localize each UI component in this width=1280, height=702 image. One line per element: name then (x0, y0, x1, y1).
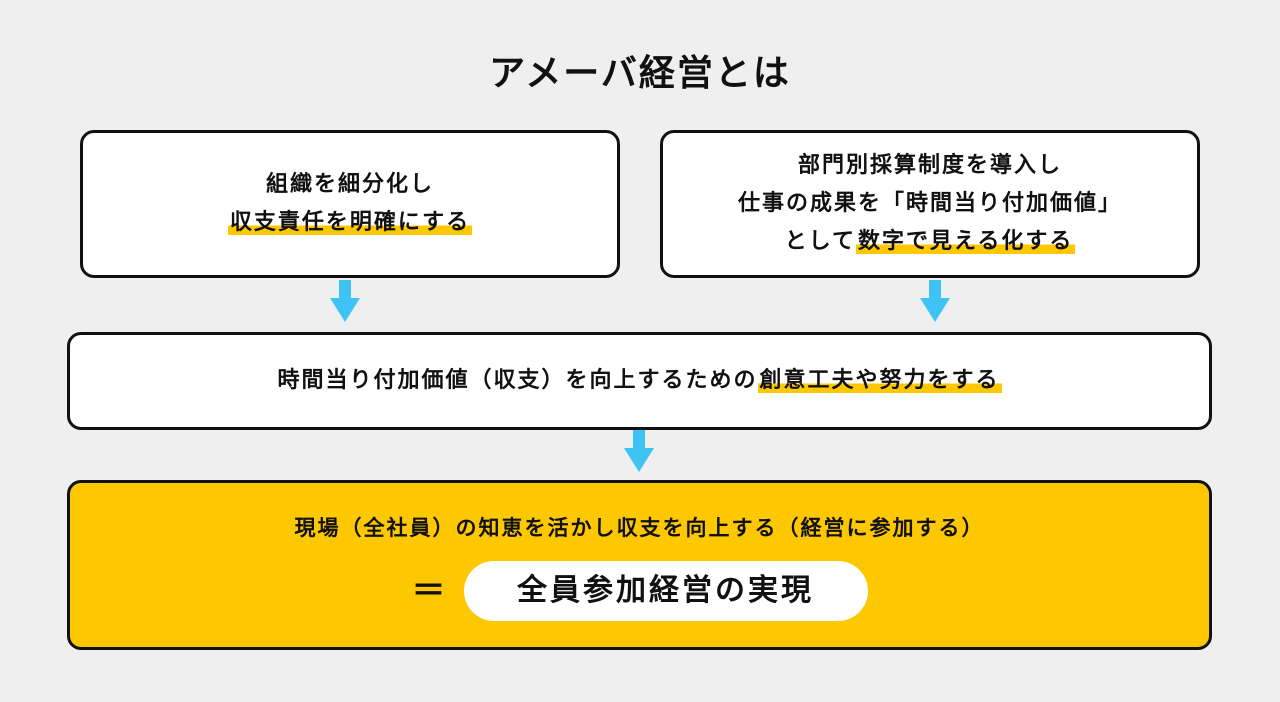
box-b-line1: 部門別採算制度を導入し (797, 153, 1062, 178)
arrow-down-icon (624, 430, 654, 474)
box-b-line3-plain: として (784, 229, 856, 254)
arrow-down-icon (330, 280, 360, 324)
box-b-line3-highlight: 数字で見える化する (856, 229, 1076, 254)
box-b-line2: 仕事の成果を「時間当り付加価値」 (737, 191, 1122, 216)
box-all-participation: 現場（全社員）の知恵を活かし収支を向上する（経営に参加する） ＝ 全員参加経営の… (67, 480, 1212, 650)
box-a-line2-highlight: 収支責任を明確にする (227, 210, 473, 235)
box-organize-units: 組織を細分化し 収支責任を明確にする (80, 130, 620, 278)
box-a-line1: 組織を細分化し (265, 172, 434, 197)
box-c-highlight: 創意工夫や努力をする (757, 368, 1002, 393)
box-divisional-accounting: 部門別採算制度を導入し 仕事の成果を「時間当り付加価値」 として数字で見える化す… (660, 130, 1200, 278)
result-pill: 全員参加経営の実現 (463, 561, 868, 621)
box-c-plain: 時間当り付加価値（収支）を向上するための (277, 368, 758, 393)
box-creative-effort: 時間当り付加価値（収支）を向上するための創意工夫や努力をする (67, 332, 1212, 430)
arrow-down-icon (920, 280, 950, 324)
diagram-title: アメーバ経営とは (489, 53, 791, 94)
box-d-line1: 現場（全社員）の知恵を活かし収支を向上する（経営に参加する） (294, 516, 985, 540)
equals-sign: ＝ (411, 571, 448, 611)
result-row: ＝ 全員参加経営の実現 (412, 561, 868, 621)
